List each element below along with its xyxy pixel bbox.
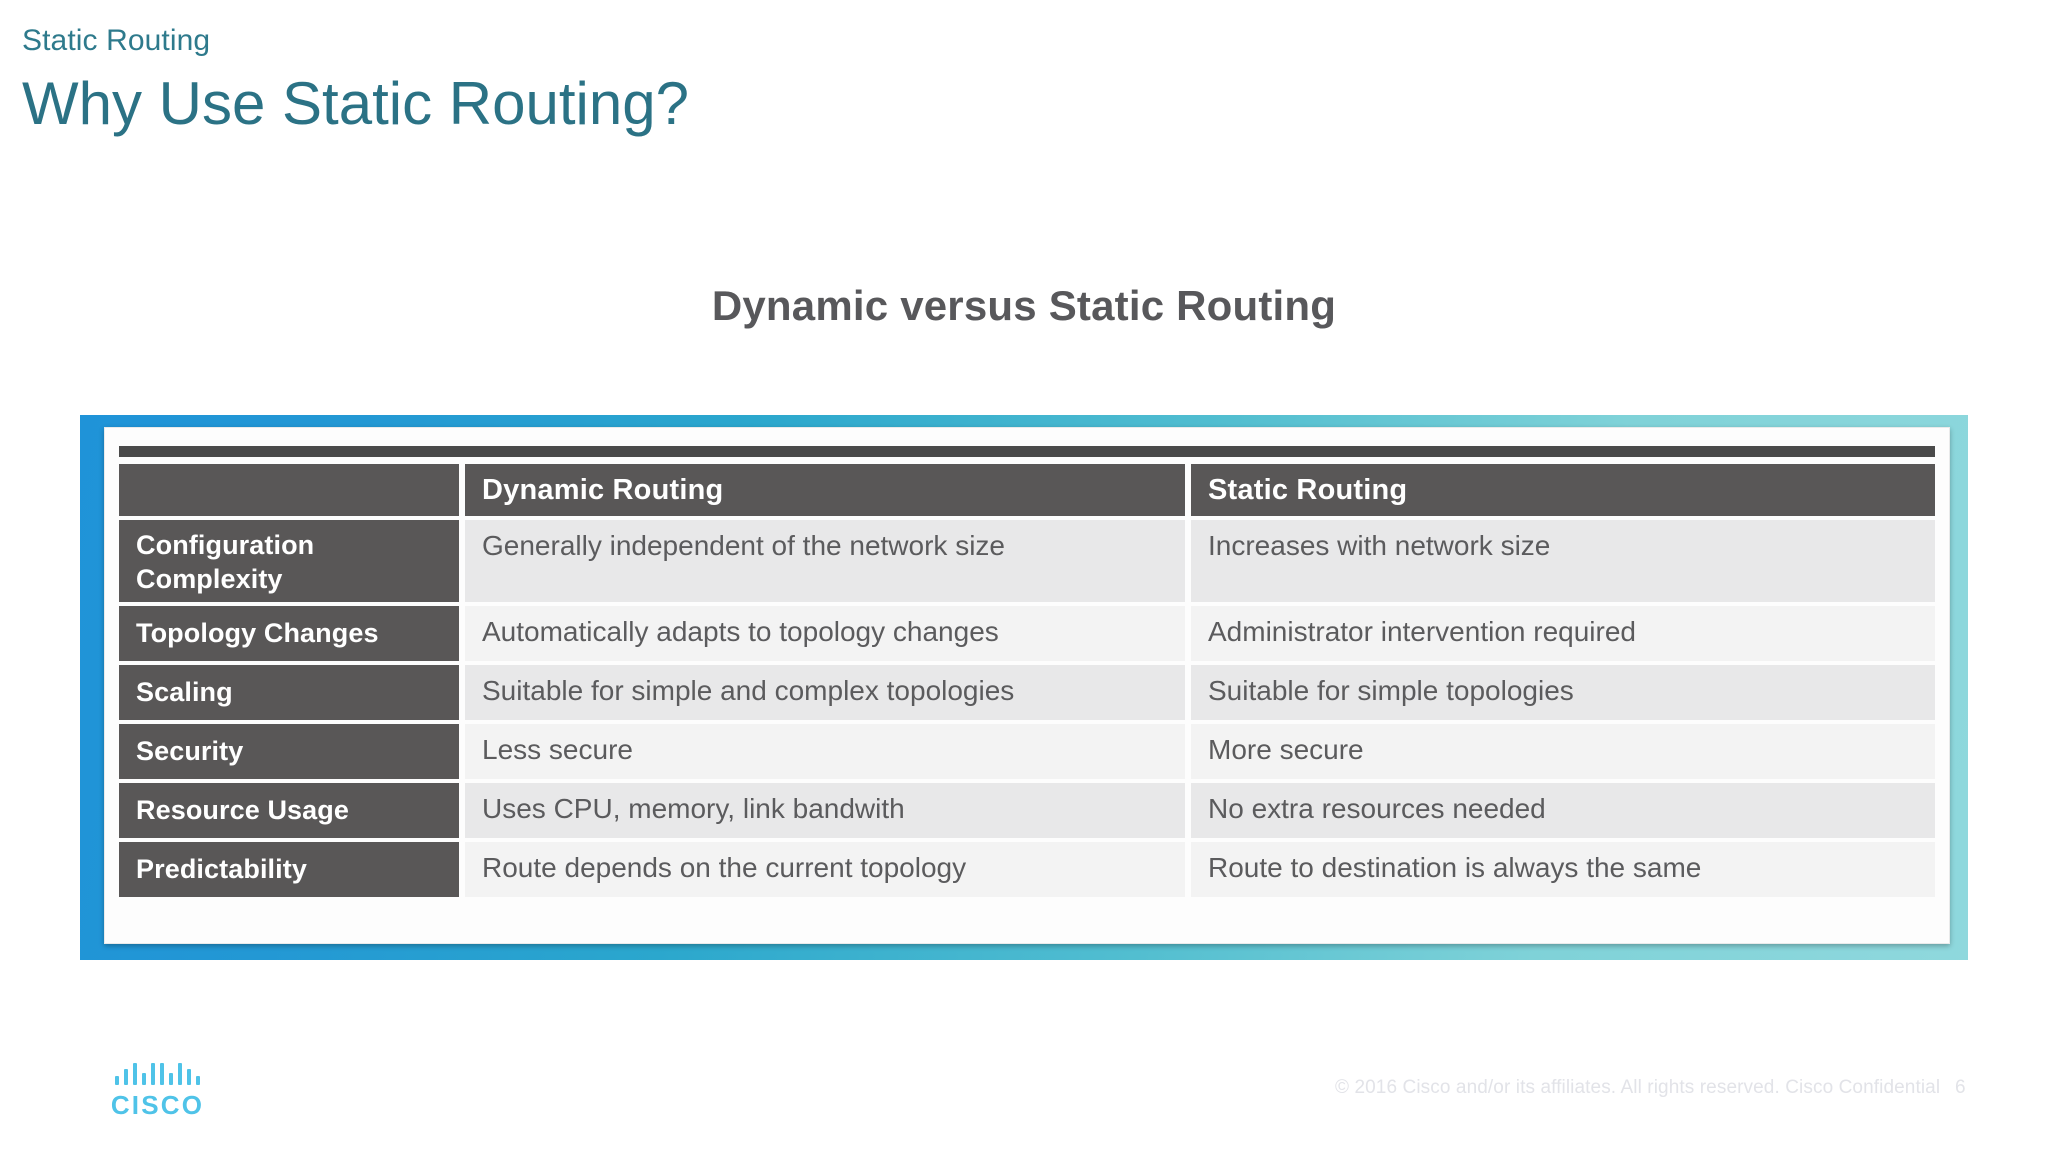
- row-static-value: Increases with network size: [1191, 520, 1935, 602]
- table-header-row: Dynamic Routing Static Routing: [119, 464, 1935, 516]
- table-row: Security Less secure More secure: [119, 724, 1935, 779]
- row-static-value: No extra resources needed: [1191, 783, 1935, 838]
- comparison-table-frame: Dynamic Routing Static Routing Configura…: [80, 415, 1968, 960]
- page-title: Why Use Static Routing?: [22, 70, 689, 137]
- header-cell-static-routing: Static Routing: [1191, 464, 1935, 516]
- cisco-logo: CISCO: [110, 1063, 205, 1121]
- table-row: Predictability Route depends on the curr…: [119, 842, 1935, 897]
- row-label: Resource Usage: [119, 783, 459, 838]
- breadcrumb-eyebrow: Static Routing: [22, 24, 211, 57]
- cisco-bridge-icon: [114, 1063, 201, 1085]
- table-grid: Dynamic Routing Static Routing Configura…: [115, 464, 1939, 931]
- row-static-value: Suitable for simple topologies: [1191, 665, 1935, 720]
- row-static-value: Administrator intervention required: [1191, 606, 1935, 661]
- slide-header: Static Routing Why Use Static Routing?: [22, 24, 689, 138]
- row-dynamic-value: Less secure: [465, 724, 1185, 779]
- header-cell-dynamic-routing: Dynamic Routing: [465, 464, 1185, 516]
- row-dynamic-value: Suitable for simple and complex topologi…: [465, 665, 1185, 720]
- row-label: Security: [119, 724, 459, 779]
- table-row: Scaling Suitable for simple and complex …: [119, 665, 1935, 720]
- row-dynamic-value: Automatically adapts to topology changes: [465, 606, 1185, 661]
- row-static-value: Route to destination is always the same: [1191, 842, 1935, 897]
- row-static-value: More secure: [1191, 724, 1935, 779]
- table-row: Configuration Complexity Generally indep…: [119, 520, 1935, 602]
- table-row: Resource Usage Uses CPU, memory, link ba…: [119, 783, 1935, 838]
- row-dynamic-value: Generally independent of the network siz…: [465, 520, 1185, 602]
- page-number: 6: [1955, 1077, 1966, 1098]
- table-row: Topology Changes Automatically adapts to…: [119, 606, 1935, 661]
- row-label: Scaling: [119, 665, 459, 720]
- row-dynamic-value: Uses CPU, memory, link bandwith: [465, 783, 1185, 838]
- table-top-rule: [119, 446, 1935, 457]
- header-cell-blank: [119, 464, 459, 516]
- row-label: Configuration Complexity: [119, 520, 459, 602]
- cisco-wordmark: CISCO: [110, 1090, 205, 1120]
- row-label: Predictability: [119, 842, 459, 897]
- section-heading: Dynamic versus Static Routing: [711, 282, 1337, 329]
- row-dynamic-value: Route depends on the current topology: [465, 842, 1185, 897]
- copyright-text: © 2016 Cisco and/or its affiliates. All …: [1335, 1077, 1941, 1098]
- row-label: Topology Changes: [119, 606, 459, 661]
- comparison-table: Dynamic Routing Static Routing Configura…: [104, 427, 1950, 944]
